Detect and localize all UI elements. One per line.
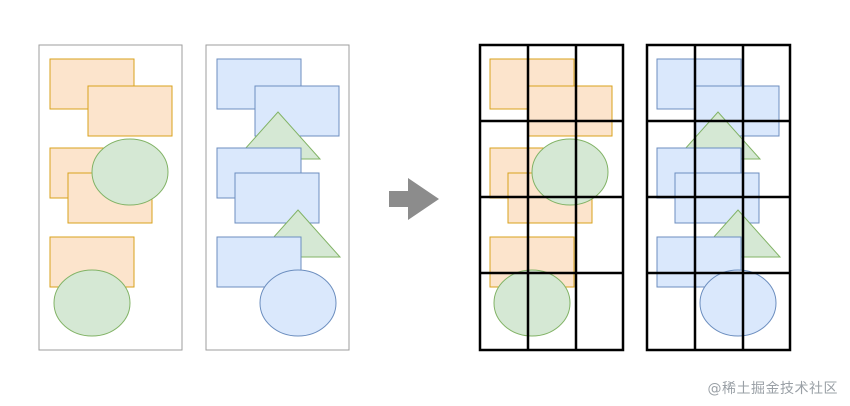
blue-ellipse bbox=[699, 269, 777, 337]
blue-ellipse bbox=[259, 269, 337, 337]
right-panel-blue bbox=[205, 44, 350, 351]
green-ellipse bbox=[53, 269, 131, 337]
right-arrow-icon bbox=[389, 178, 439, 220]
watermark-text: @稀土掘金技术社区 bbox=[707, 381, 838, 397]
blue-rectangle bbox=[234, 172, 320, 224]
gridded-panel-orange bbox=[489, 58, 613, 337]
gridded-panel-blue bbox=[656, 58, 782, 337]
grid-overlay-orange bbox=[478, 43, 625, 352]
green-ellipse bbox=[493, 269, 571, 337]
orange-rectangle bbox=[87, 85, 173, 137]
green-ellipse bbox=[531, 138, 609, 206]
green-ellipse bbox=[91, 138, 169, 206]
grid-overlay-blue bbox=[645, 43, 792, 352]
left-panel-orange bbox=[38, 44, 183, 351]
orange-rectangle bbox=[527, 85, 613, 137]
